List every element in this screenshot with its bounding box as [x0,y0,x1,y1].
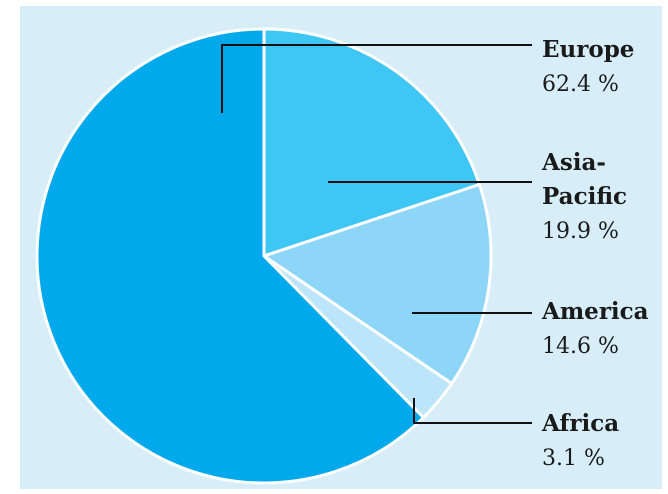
slice-label-name-asia-pacific: Asia- [541,149,606,176]
slice-label-value-america: 14.6 % [542,334,619,359]
pie-slices [35,27,493,485]
slice-label-name-asia-pacific: Pacific [542,183,627,210]
leader-line-africa [413,398,532,424]
pie-slice-asia-pacific [262,27,481,258]
leader-line-europe [221,44,532,113]
slice-label-name-america: America [541,298,649,325]
pie-slice-america [262,183,493,386]
slice-label-name-europe: Europe [542,36,634,63]
slice-label-value-europe: 62.4 % [542,72,619,97]
leader-lines [221,44,532,424]
pie-slice-europe [35,27,425,485]
slice-label-name-africa: Africa [541,410,619,437]
slice-labels: Europe 62.4 % Asia- Pacific 19.9 % America 14.… [541,36,649,471]
slice-label-value-asia-pacific: 19.9 % [542,219,619,244]
slice-label-value-africa: 3.1 % [542,446,605,471]
